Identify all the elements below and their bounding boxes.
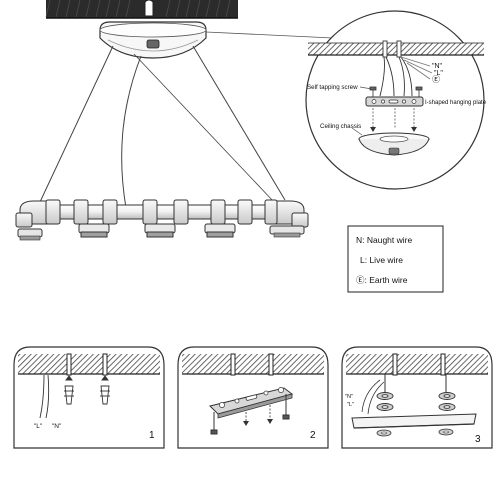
callout-label-n: "N" bbox=[432, 63, 443, 70]
lamp-socket bbox=[78, 223, 110, 238]
legend-box bbox=[347, 225, 444, 293]
step-2-panel: 2 bbox=[177, 346, 329, 449]
callout-wires bbox=[379, 40, 433, 97]
lamp-socket bbox=[204, 223, 236, 238]
power-cord bbox=[121, 55, 142, 209]
callout-label-l: "L" bbox=[434, 70, 443, 77]
hanging-plate-icon bbox=[365, 96, 424, 107]
wall-plug-icon bbox=[100, 375, 110, 405]
assembly-arrows bbox=[372, 108, 415, 130]
step-2-number: 2 bbox=[310, 430, 316, 441]
step-1-panel: "L" "N" 1 bbox=[13, 346, 165, 449]
callout-label-plate: I-shaped hanging plate bbox=[425, 100, 487, 106]
ceiling bbox=[46, 0, 238, 18]
callout-detail: "N" "L" Ⓔ Self tapping screw I-shaped ha… bbox=[305, 10, 487, 190]
screw-icon bbox=[210, 394, 290, 435]
ceiling-chassis-icon bbox=[358, 132, 430, 156]
down-arrow-icons bbox=[243, 405, 273, 426]
callout-leader-line bbox=[205, 31, 334, 39]
step-3-wires bbox=[361, 379, 385, 415]
suspension-cables bbox=[39, 45, 286, 209]
wall-plug-icon bbox=[64, 375, 74, 405]
step-3-wire-l: "L" bbox=[347, 402, 354, 408]
step-3-number: 3 bbox=[475, 434, 481, 445]
callout-label-earth: Ⓔ bbox=[432, 75, 440, 84]
step-3-ceiling bbox=[346, 354, 488, 374]
screw-icon bbox=[384, 374, 447, 392]
ceiling-section bbox=[45, 0, 238, 59]
callout-label-screw: Self tapping screw bbox=[307, 84, 358, 91]
step-3-panel: "N" "L" 3 bbox=[341, 346, 493, 449]
legend-live-wire: L: Live wire bbox=[360, 255, 403, 265]
left-elbow bbox=[15, 200, 49, 241]
right-elbow bbox=[269, 200, 309, 238]
lamp-socket bbox=[144, 223, 176, 238]
ceiling-chassis-icon bbox=[351, 413, 477, 437]
step-1-wire-n: "N" bbox=[52, 423, 62, 430]
pipe-fixture bbox=[15, 199, 309, 241]
hanging-plate-icon bbox=[209, 387, 294, 419]
step-2-ceiling bbox=[182, 354, 324, 374]
lamp-sockets bbox=[78, 223, 236, 238]
legend-naught-wire: N: Naught wire bbox=[356, 235, 412, 245]
step-1-wires bbox=[39, 374, 50, 419]
step-3-wire-n: "N" bbox=[345, 394, 353, 400]
ceiling-canopy bbox=[99, 21, 207, 59]
wire-legend: N: Naught wire L: Live wire Ⓔ: Earth wir… bbox=[347, 225, 444, 293]
down-arrow-icons bbox=[370, 127, 417, 132]
washer-icons bbox=[376, 392, 456, 411]
step-1-wire-l: "L" bbox=[34, 423, 43, 430]
legend-earth-wire: Ⓔ: Earth wire bbox=[356, 275, 408, 285]
callout-label-chassis: Ceiling chassis bbox=[320, 123, 361, 130]
callout-ceiling bbox=[308, 43, 484, 55]
step-1-ceiling bbox=[18, 354, 160, 374]
step-1-number: 1 bbox=[149, 430, 155, 441]
